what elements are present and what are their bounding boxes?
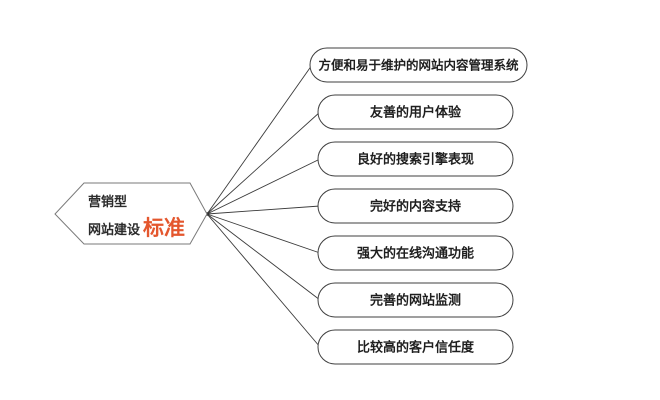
source-node[interactable]: 营销型 网站建设 标准 <box>54 182 208 245</box>
source-node-accent-text: 标准 <box>143 216 185 240</box>
branch-node-shape <box>317 235 514 271</box>
connector-line <box>206 158 321 215</box>
source-node-line2-prefix: 网站建设 <box>88 222 141 238</box>
branch-node[interactable]: 强大的在线沟通功能 <box>317 235 514 271</box>
branch-node-shape <box>317 329 514 365</box>
branch-node-shape <box>317 188 514 224</box>
connector-line <box>206 213 321 301</box>
branch-node-shape <box>309 47 528 83</box>
branch-node[interactable]: 完好的内容支持 <box>317 188 514 224</box>
branch-node-label: 良好的搜索引擎表现 <box>357 152 474 168</box>
connector-line <box>206 111 321 215</box>
branch-node-label: 方便和易于维护的网站内容管理系统 <box>318 58 519 73</box>
branch-node-label: 完好的内容支持 <box>370 199 461 215</box>
connector-line <box>206 213 321 348</box>
branch-node[interactable]: 完善的网站监测 <box>317 282 514 318</box>
source-node-shape <box>54 182 208 245</box>
branch-node-label: 友善的用户体验 <box>370 105 462 121</box>
branch-list: 方便和易于维护的网站内容管理系统友善的用户体验良好的搜索引擎表现完好的内容支持强… <box>309 47 528 365</box>
branch-node-shape <box>317 141 514 177</box>
connector-lines <box>206 64 321 348</box>
branch-node[interactable]: 方便和易于维护的网站内容管理系统 <box>309 47 528 83</box>
connector-line <box>206 213 321 254</box>
branch-node-shape <box>317 282 514 318</box>
connector-line <box>206 64 313 215</box>
branch-node[interactable]: 友善的用户体验 <box>317 94 514 130</box>
branch-node[interactable]: 比较高的客户信任度 <box>317 329 514 365</box>
source-node-line1: 营销型 <box>88 194 127 210</box>
branch-node-shape <box>317 94 514 130</box>
branch-node[interactable]: 良好的搜索引擎表现 <box>317 141 514 177</box>
connector-line <box>206 205 321 215</box>
branch-node-label: 完善的网站监测 <box>370 293 461 309</box>
branch-node-label: 强大的在线沟通功能 <box>357 246 474 262</box>
branch-node-label: 比较高的客户信任度 <box>357 340 475 356</box>
